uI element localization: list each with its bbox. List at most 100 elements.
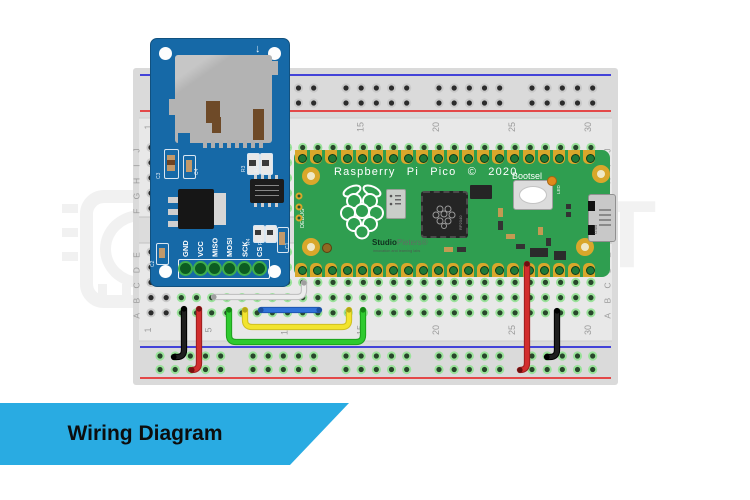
pico-title: Raspberry Pi Pico © 2020 [334,166,518,178]
pico-pin-hole [312,154,322,163]
pico-pin-hole [297,154,307,163]
column-label: 25 [507,325,517,335]
pico-pin-hole [540,266,550,275]
sd-header-pin [207,260,222,276]
mounting-hole [159,265,172,278]
rail-hole-center [544,353,550,359]
breadboard-hole-center [512,295,518,301]
rail-hole-center [590,85,596,91]
pico-pin-hole [388,154,398,163]
pico-pin-hole [434,154,444,163]
sd-pin-label: VCC [196,241,205,257]
rail-hole-center [404,366,410,373]
pico-pin-hole [358,266,368,275]
breadboard-hole-center [391,144,397,151]
breadboard-hole-center [421,310,427,316]
capacitor-c1-body [279,232,285,245]
breadboard-hole-center [360,295,366,301]
breadboard-hole-center [482,310,488,316]
rail-hole-center [574,100,581,106]
caption-title: Wiring Diagram [67,422,223,445]
breadboard-hole-center [269,295,275,301]
crystal-marking [395,203,401,205]
chip-logo-pin [62,252,78,261]
rail-hole-center [481,100,488,106]
rail-hole-center [451,100,457,106]
resistor-r2-band [262,160,269,166]
column-label: 20 [431,325,441,335]
ic-marking [255,190,279,191]
breadboard-hole-center [315,144,321,151]
pico-pin-hole [585,154,595,163]
rail-hole-center [311,353,317,359]
pico-pin-hole [509,266,519,275]
breadboard-hole-center [406,295,412,301]
bootsel-label: Bootsel [512,171,542,181]
row-label: J [603,148,613,152]
rail-hole-center [436,85,442,91]
breadboard-hole-center [557,310,564,316]
breadboard-hole-center [391,310,397,316]
rail-hole-center [388,85,395,91]
rail-hole-center [481,353,488,359]
breadboard-hole-center [345,279,351,285]
pico-pin-hole [555,266,565,275]
rail-hole-center [358,366,364,373]
pico-pin-hole [509,154,519,163]
pico-pin-hole [358,154,368,163]
pico-pin-hole [434,266,444,275]
breadboard-hole-center [148,310,154,316]
pico-pin-hole [555,154,565,163]
rail-hole-center [202,366,209,373]
column-label: 30 [583,122,593,132]
regulator-leg [168,197,178,203]
sd-header-pin [251,260,267,276]
breadboard-hole-center [254,295,260,301]
chip-logo-pin [62,204,78,213]
breadboard-hole-center [360,279,366,285]
rail-hole-center [574,85,581,91]
capacitor-c4-body [186,160,192,172]
rail-hole-center [559,85,565,91]
breadboard-hole-center [375,310,382,316]
breadboard-hole-center [178,295,184,301]
rail-hole-center [529,366,535,373]
chip-logo-pin [62,228,78,237]
pico-pin-hole [327,154,337,163]
pico-mount-hole [302,238,320,256]
breadboard-hole-center [209,295,215,301]
pico-pin-hole [343,154,352,163]
rail-hole-center [218,353,224,359]
ic-pin [261,202,264,207]
ic-pin [268,202,271,207]
pico-pin-hole [540,154,550,163]
breadboard-hole-center [527,144,533,151]
rail-hole-center [295,353,302,359]
slot-tab [272,61,278,75]
pico-pin-hole [312,266,322,275]
column-label: 20 [431,122,441,132]
sd-ref-label: C1 [285,242,291,249]
column-label: 10 [280,325,290,335]
pico-pin-hole [418,154,428,163]
rail-hole-center [311,100,317,106]
brand-label: StudioPieters® [372,238,428,247]
crystal-marking [395,199,401,201]
rail-hole-center [373,100,379,106]
rail-hole-center [436,353,442,359]
resistor-r1-band [267,230,273,235]
rail-hole-center [559,100,565,106]
breadboard-hole-center [557,295,564,301]
pico-pin-hole [479,154,489,163]
breadboard-hole-center [497,144,503,151]
regulator-leg [168,221,178,227]
row-label: A [603,313,613,319]
passive-component [566,204,571,209]
breadboard-hole-center [542,279,549,285]
mounting-hole [268,265,281,278]
rail-hole-center [358,353,364,359]
rail-hole-center [466,366,472,373]
breadboard-hole-center [542,144,549,151]
column-label: 25 [507,122,517,132]
